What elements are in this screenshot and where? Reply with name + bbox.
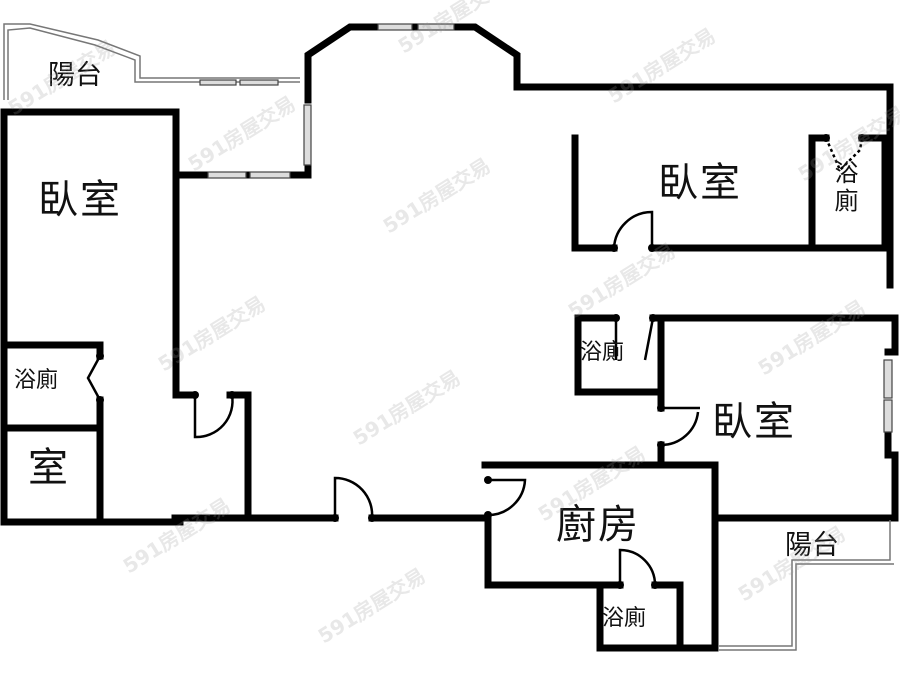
bay-window-walls — [172, 23, 894, 284]
room-label-balcony-top-left: 陽台 — [48, 60, 102, 91]
doors — [86, 134, 866, 589]
kitchen-walls — [481, 461, 899, 652]
bedroom-top-right-walls — [571, 134, 894, 289]
balcony-top-left-outline — [3, 23, 300, 100]
room-label-bathroom-mid-right: 浴廁 — [580, 340, 625, 365]
balcony-bottom-right-outline — [718, 520, 894, 651]
room-label-bedroom-top-right: 臥室 — [658, 160, 742, 206]
room-label-small-room-left: 室 — [28, 445, 70, 491]
room-label-bedroom-left: 臥室 — [38, 177, 122, 223]
room-label-bedroom-mid-right: 臥室 — [712, 399, 796, 445]
room-label-bathroom-left: 浴廁 — [14, 368, 59, 393]
room-label-kitchen: 廚房 — [556, 502, 640, 548]
room-label-bathroom-kitchen: 浴廁 — [602, 606, 647, 631]
room-label-bathroom-top-right: 浴廁 — [830, 160, 858, 216]
room-label-balcony-bottom-right: 陽台 — [785, 530, 839, 561]
